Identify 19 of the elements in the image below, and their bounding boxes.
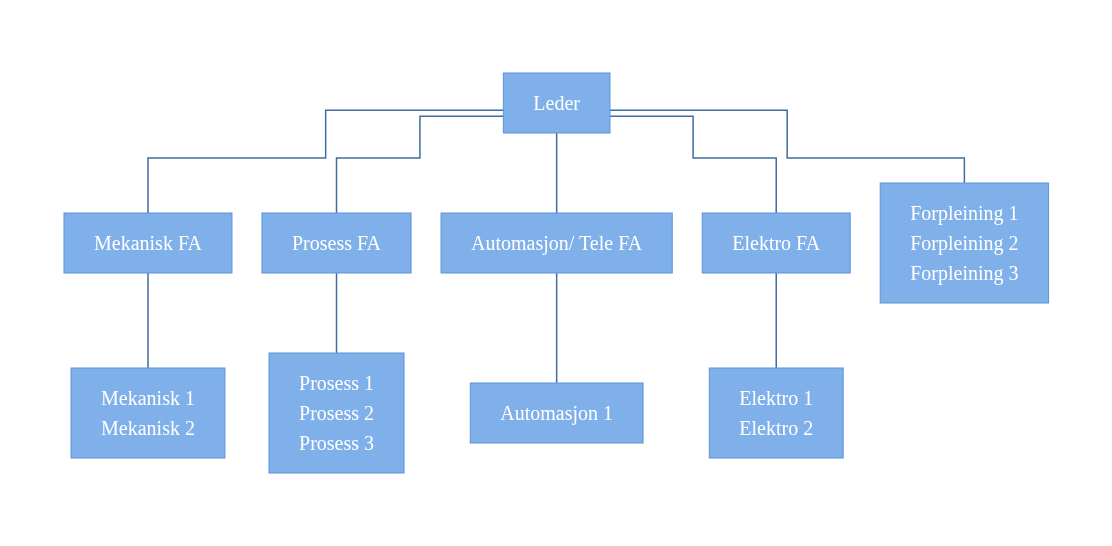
node-box: Prosess FA bbox=[261, 212, 412, 274]
node-box: Mekanisk 1 Mekanisk 2 bbox=[70, 367, 226, 459]
node-box: Automasjon/ Tele FA bbox=[440, 212, 673, 274]
node-box: Elektro 1 Elektro 2 bbox=[708, 367, 844, 459]
connector bbox=[555, 132, 558, 214]
connector bbox=[608, 115, 777, 214]
connector bbox=[335, 115, 504, 214]
connector bbox=[335, 272, 337, 354]
connector bbox=[608, 109, 965, 184]
connector bbox=[775, 272, 777, 369]
node-box: Prosess 1 Prosess 2 Prosess 3 bbox=[268, 352, 405, 474]
connector bbox=[555, 272, 558, 384]
connector bbox=[146, 272, 149, 369]
node-box: Mekanisk FA bbox=[63, 212, 233, 274]
connector bbox=[146, 109, 504, 214]
node-box: Leder bbox=[502, 72, 611, 134]
node-box: Automasjon 1 bbox=[469, 382, 644, 444]
node-box: Forpleining 1 Forpleining 2 Forpleining 3 bbox=[879, 182, 1049, 304]
node-box: Elektro FA bbox=[701, 212, 851, 274]
